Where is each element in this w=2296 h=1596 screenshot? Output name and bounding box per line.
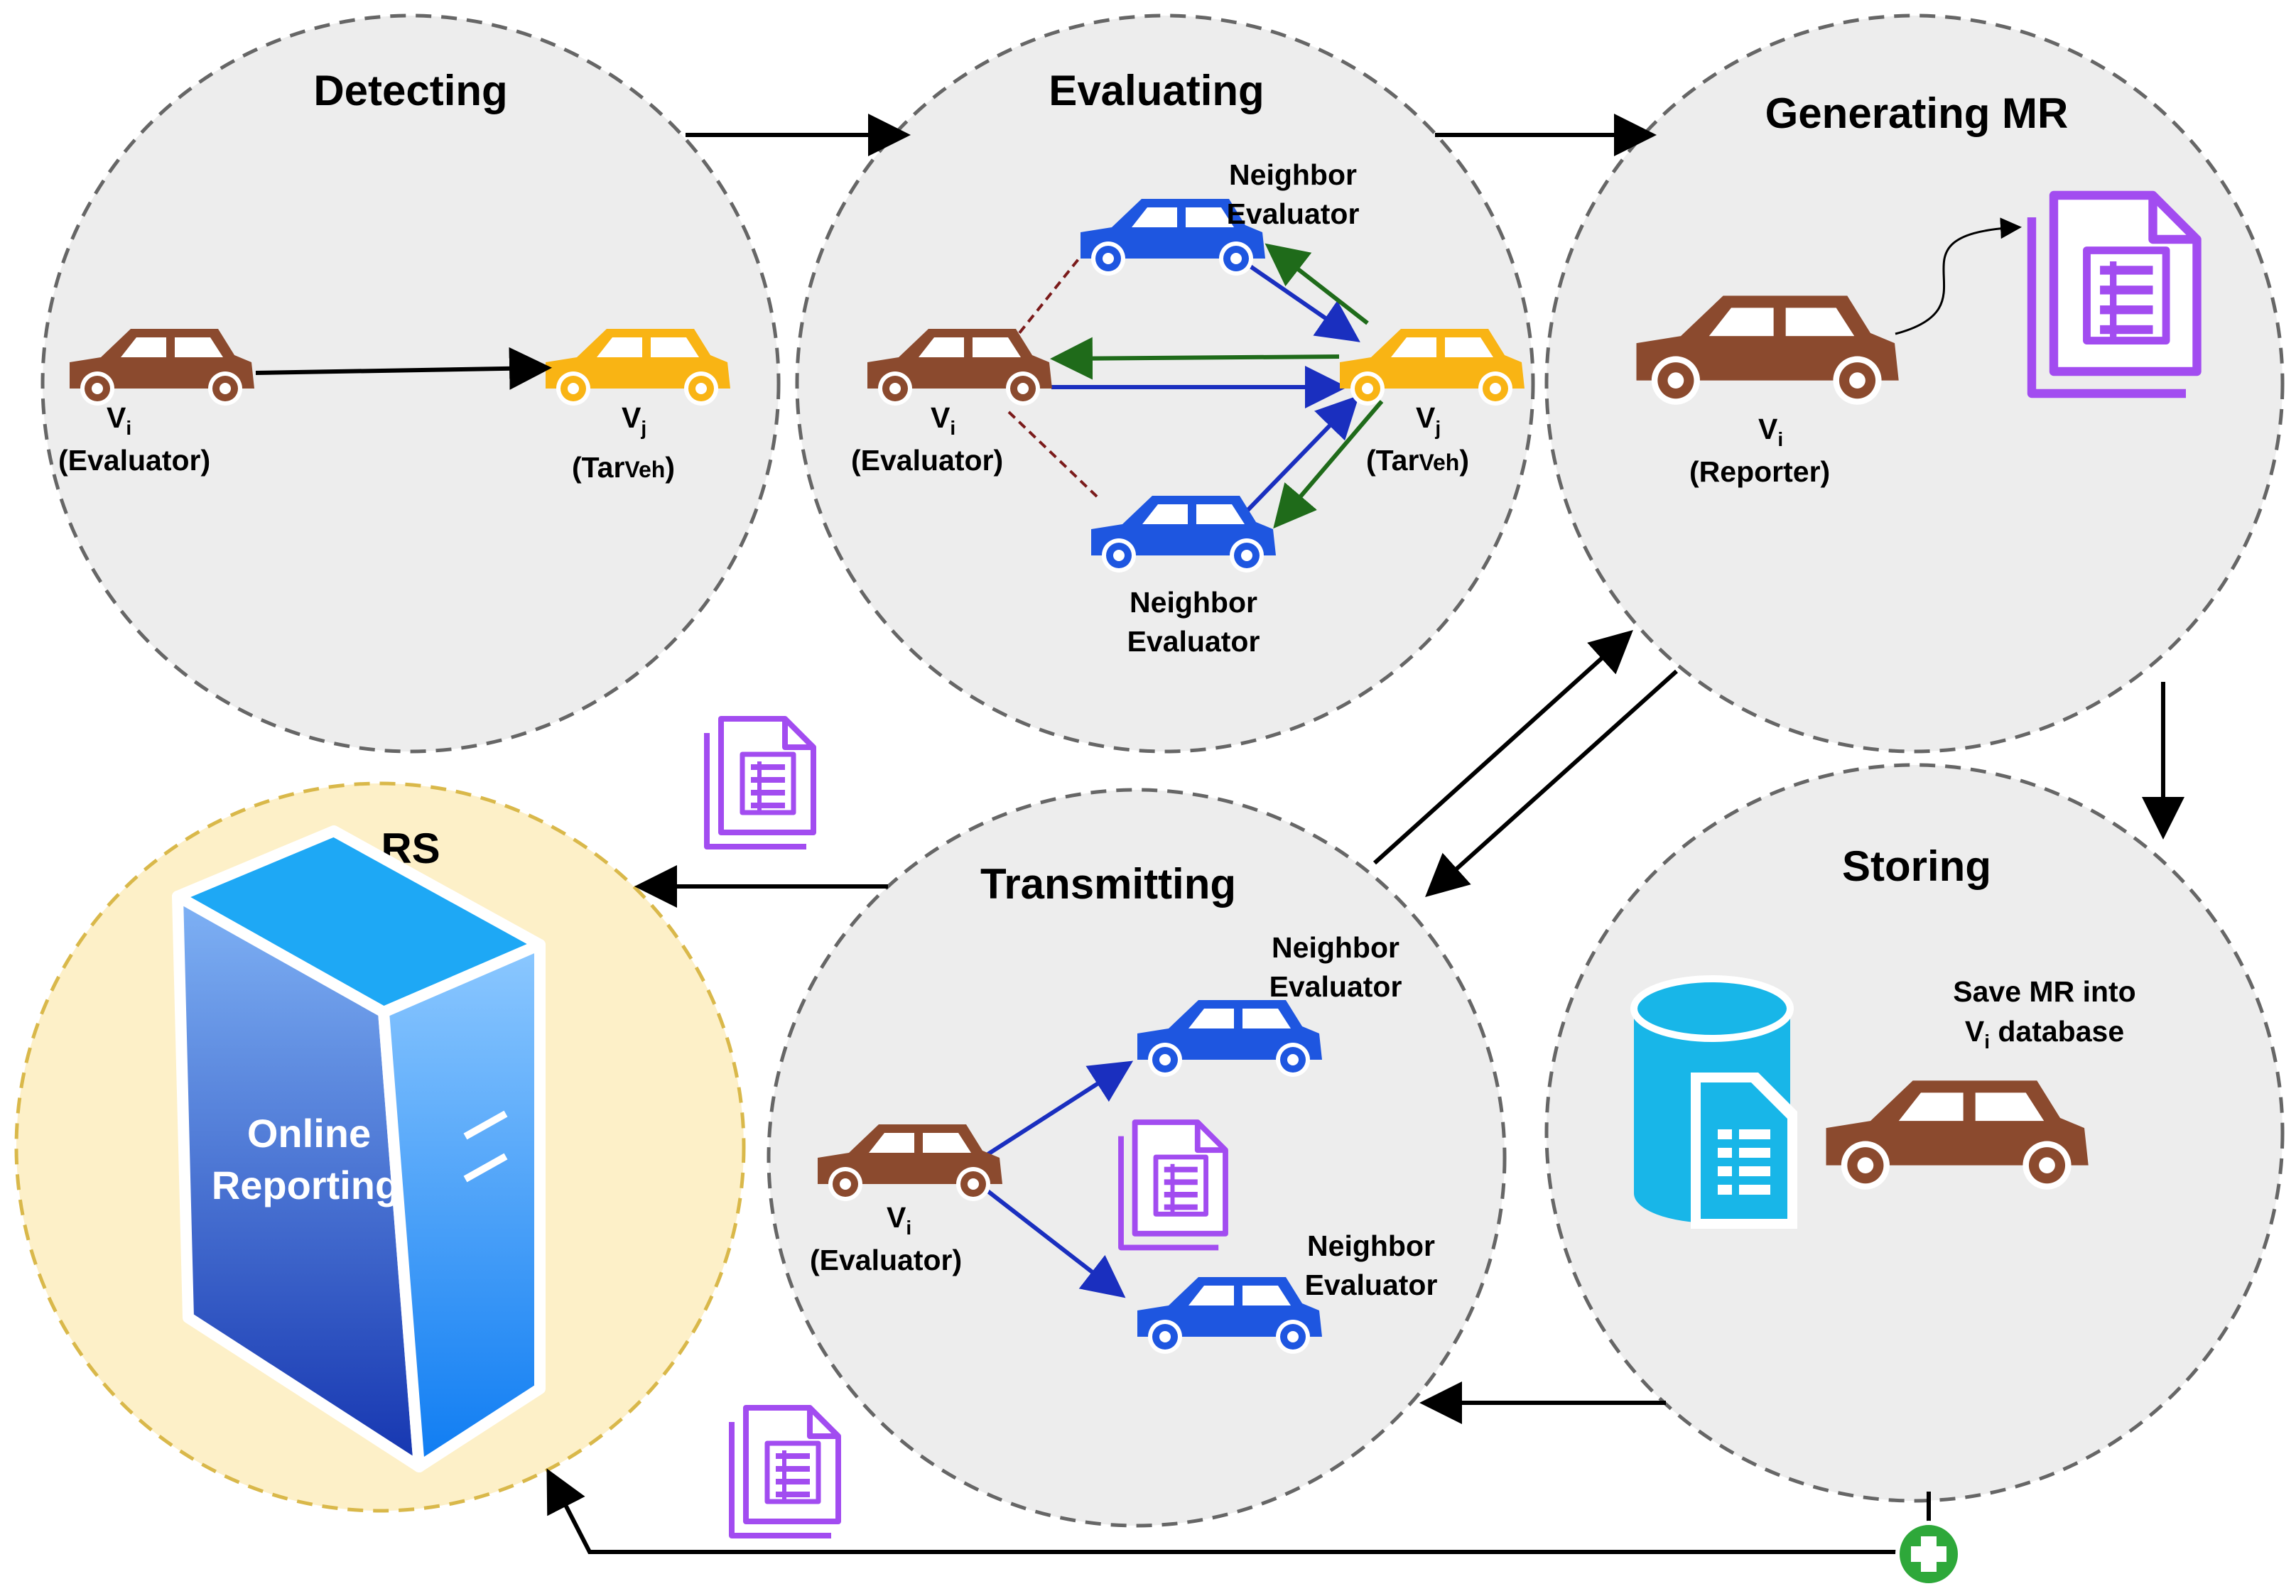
doc-icon-to-rs xyxy=(707,719,813,847)
neighbor-label-top-transmitting: Neighbor xyxy=(1272,931,1399,964)
detecting-title: Detecting xyxy=(313,67,507,114)
neighbor-label-bottom-evaluating: Neighbor xyxy=(1130,586,1257,619)
doc-icon-store-to-rs xyxy=(732,1408,838,1536)
mr-document-icon xyxy=(2032,195,2197,393)
neighbor-evaluator-top-evaluating: Evaluator xyxy=(1227,197,1360,230)
save-mr-line2: Vi database xyxy=(1965,1015,2124,1053)
reporter-label: (Reporter) xyxy=(1689,455,1830,488)
transmit-arrows xyxy=(975,1060,1134,1298)
generating-mr-title: Generating MR xyxy=(1765,89,2069,137)
detecting-circle xyxy=(40,13,781,754)
arrow-generate-to-transmit xyxy=(1425,669,1679,898)
evaluator-label-evaluating: (Evaluator) xyxy=(851,444,1003,477)
tarveh-label-evaluating: (TarVeh) xyxy=(1366,444,1469,477)
evaluating-message-arrows xyxy=(1050,243,1384,529)
vi-label-evaluating: Vi xyxy=(931,401,955,439)
neighbor-evaluator-bottom-transmitting: Evaluator xyxy=(1305,1269,1438,1301)
evaluating-circle xyxy=(795,13,1535,754)
database-icon xyxy=(1630,975,1797,1229)
neighbor-evaluator-bottom-evaluating: Evaluator xyxy=(1127,625,1260,658)
neighbor-evaluator-top-transmitting: Evaluator xyxy=(1269,970,1402,1003)
transmit-document-icon xyxy=(1121,1122,1225,1247)
vi-label-transmitting: Vi xyxy=(887,1201,911,1239)
detect-arrow xyxy=(255,347,552,390)
plus-icon xyxy=(1895,1521,1962,1587)
neighbor-label-top-evaluating: Neighbor xyxy=(1229,158,1357,191)
tarveh-label-detecting: (TarVeh) xyxy=(572,451,675,484)
evaluating-title: Evaluating xyxy=(1049,67,1264,114)
evaluator-label-transmitting: (Evaluator) xyxy=(810,1244,962,1276)
reporting-label: Reporting xyxy=(212,1163,399,1207)
report-curve-arrow xyxy=(1895,217,2022,335)
vi-label-detecting: Vi xyxy=(107,401,131,439)
online-label: Online xyxy=(247,1111,371,1156)
storing-title: Storing xyxy=(1842,842,1991,890)
save-mr-line1: Save MR into xyxy=(1953,975,2135,1008)
transmitting-title: Transmitting xyxy=(980,860,1236,908)
vj-label-evaluating: Vj xyxy=(1416,401,1441,439)
vj-label-detecting: Vj xyxy=(622,401,646,439)
rs-server-icon xyxy=(172,825,546,1472)
neighbor-label-bottom-transmitting: Neighbor xyxy=(1307,1229,1435,1262)
evaluator-label-detecting: (Evaluator) xyxy=(58,444,210,477)
vi-label-generating: Vi xyxy=(1758,413,1783,450)
evaluating-dashed-links xyxy=(1000,247,1099,499)
arrow-transmit-to-generate xyxy=(1372,629,1633,865)
